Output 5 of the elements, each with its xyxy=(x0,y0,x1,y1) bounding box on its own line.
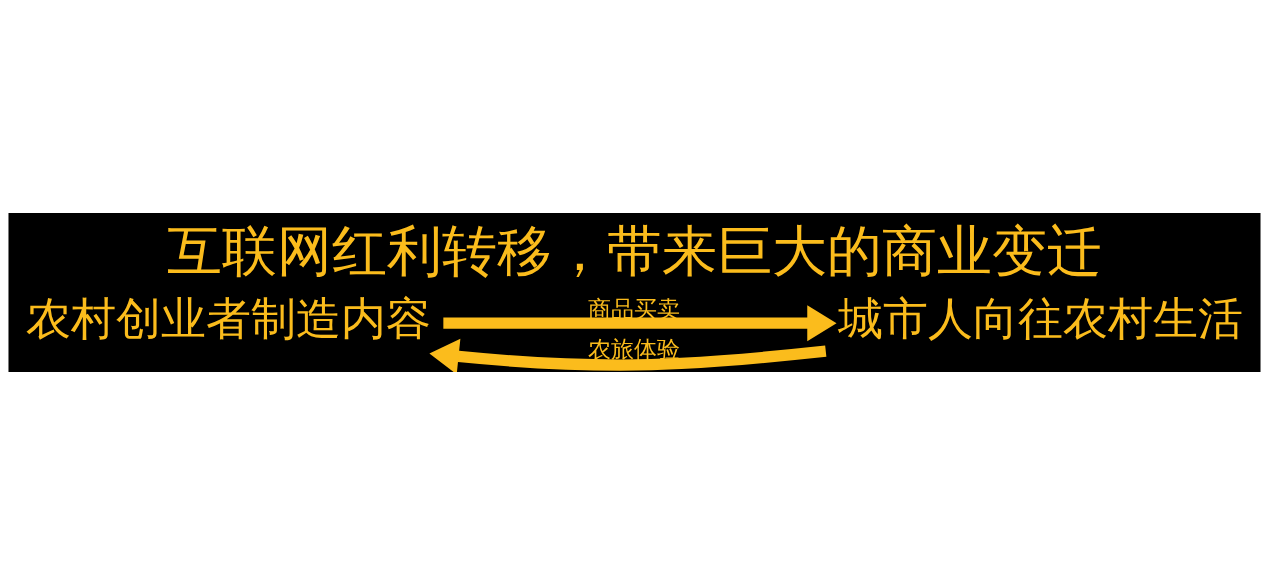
node-text: 城市人向往农村生活 xyxy=(837,291,1243,345)
arrow xyxy=(443,304,837,341)
edge-label: 农旅体验 xyxy=(588,335,681,362)
node-text: 农村创业者制造内容 xyxy=(26,291,432,345)
diagram-title: 互联网红利转移，带来巨大的商业变迁 xyxy=(167,218,1102,283)
